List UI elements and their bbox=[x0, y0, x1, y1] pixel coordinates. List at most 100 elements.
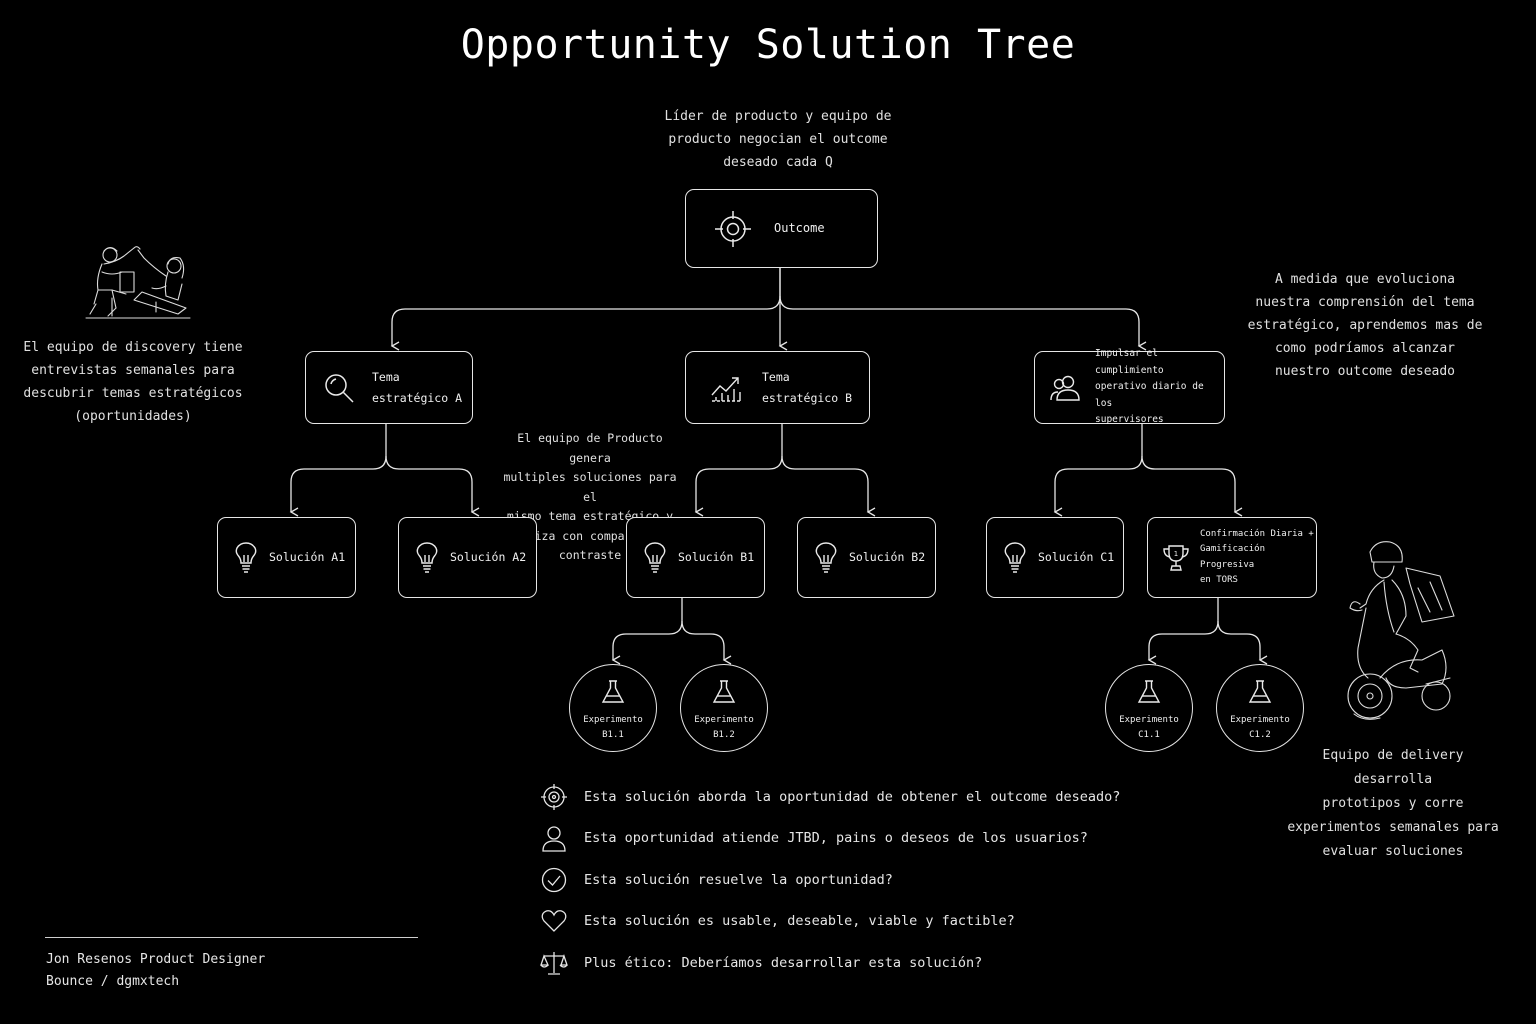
label-line: Confirmación Diaria + bbox=[1200, 528, 1314, 539]
theme-a-label: Tema estratégico A bbox=[372, 367, 462, 409]
note-outcome-negotiation: Líder de producto y equipo de producto n… bbox=[630, 105, 926, 174]
flask-icon bbox=[1137, 679, 1161, 709]
experiment-node-c11[interactable]: Experimento C1.1 bbox=[1105, 664, 1193, 752]
lightbulb-icon bbox=[232, 541, 260, 574]
question-item-ethics: Plus ético: Deberíamos desarrollar esta … bbox=[540, 949, 982, 977]
theme-b-label: Tema estratégico B bbox=[762, 367, 852, 409]
label-line: Tema bbox=[372, 369, 400, 384]
note-line: A medida que evoluciona bbox=[1274, 272, 1455, 287]
label-line: Experimento bbox=[694, 715, 754, 725]
user-icon bbox=[540, 824, 568, 852]
label-line: Gamificación Progresiva bbox=[1200, 544, 1266, 570]
question-item-outcome: Esta solución aborda la oportunidad de o… bbox=[540, 783, 1120, 811]
trend-chart-icon bbox=[710, 373, 744, 403]
svg-text:1: 1 bbox=[1174, 550, 1178, 558]
note-line: multiples soluciones para el bbox=[503, 470, 677, 504]
connector-outcome-themeA bbox=[390, 268, 781, 351]
solution-node-b2[interactable]: Solución B2 bbox=[797, 517, 936, 598]
experiment-node-b12[interactable]: Experimento B1.2 bbox=[680, 664, 768, 752]
solution-node-c1[interactable]: Solución C1 bbox=[986, 517, 1124, 598]
users-icon bbox=[1049, 373, 1083, 403]
lightbulb-icon bbox=[1001, 541, 1029, 574]
note-line: Equipo de delivery desarrolla bbox=[1322, 748, 1464, 787]
note-line: El equipo de Producto genera bbox=[517, 431, 663, 465]
experiment-c11-label: Experimento C1.1 bbox=[1119, 713, 1179, 743]
connector-solC2-expC12 bbox=[1217, 620, 1268, 665]
solution-a1-label: Solución A1 bbox=[269, 550, 346, 564]
outcome-label: Outcome bbox=[774, 221, 825, 235]
solution-node-b1[interactable]: Solución B1 bbox=[626, 517, 765, 598]
label-line: en TORS bbox=[1200, 575, 1238, 585]
question-text: Esta solución resuelve la oportunidad? bbox=[584, 872, 893, 888]
note-delivery-team: Equipo de delivery desarrolla prototipos… bbox=[1280, 744, 1506, 864]
solution-node-a1[interactable]: Solución A1 bbox=[217, 517, 356, 598]
solution-a2-label: Solución A2 bbox=[450, 550, 527, 564]
flask-icon bbox=[712, 679, 736, 709]
connector-solC2-expC11 bbox=[1147, 598, 1219, 665]
theme-node-b[interactable]: Tema estratégico B bbox=[685, 351, 870, 424]
note-evolving-understanding: A medida que evoluciona nuestra comprens… bbox=[1246, 268, 1484, 383]
check-circle-icon bbox=[540, 866, 568, 894]
question-item-resolves: Esta solución resuelve la oportunidad? bbox=[540, 866, 893, 894]
connector-themeB-solB2 bbox=[781, 455, 876, 517]
note-line: (oportunidades) bbox=[74, 409, 192, 424]
trophy-icon: 1 bbox=[1160, 543, 1192, 573]
solution-c2-label: Confirmación Diaria + Gamificación Progr… bbox=[1200, 527, 1316, 589]
note-line: contraste bbox=[558, 548, 622, 562]
label-line: Experimento bbox=[1119, 715, 1179, 725]
connector-themeC-solC1 bbox=[1053, 424, 1143, 517]
footer-author: Jon Resenos Product Designer bbox=[46, 952, 266, 967]
theme-c-label: Impulsar el cumplimiento operativo diari… bbox=[1095, 346, 1224, 429]
solution-node-c2[interactable]: 1 Confirmación Diaria + Gamificación Pro… bbox=[1147, 517, 1317, 598]
flask-icon bbox=[601, 679, 625, 709]
note-line: como podríamos alcanzar bbox=[1274, 341, 1455, 356]
lightbulb-icon bbox=[641, 541, 669, 574]
theme-node-c[interactable]: Impulsar el cumplimiento operativo diari… bbox=[1034, 348, 1225, 425]
label-line: C1.1 bbox=[1138, 730, 1160, 740]
label-line: supervisores bbox=[1095, 414, 1164, 426]
connector-solB1-expB11 bbox=[611, 598, 683, 665]
label-line: C1.2 bbox=[1249, 730, 1271, 740]
question-text: Esta solución es usable, deseable, viabl… bbox=[584, 913, 1015, 929]
flask-icon bbox=[1248, 679, 1272, 709]
note-line: nuestro outcome deseado bbox=[1274, 364, 1455, 379]
label-line: B1.2 bbox=[713, 730, 735, 740]
magnifier-icon bbox=[322, 371, 356, 405]
note-line: deseado cada Q bbox=[723, 155, 833, 170]
solution-b1-label: Solución B1 bbox=[678, 550, 755, 564]
label-line: Tema bbox=[762, 369, 790, 384]
label-line: operativo diario de los bbox=[1095, 381, 1204, 409]
solution-b2-label: Solución B2 bbox=[849, 550, 926, 564]
note-line: prototipos y corre bbox=[1322, 796, 1464, 811]
note-line: producto negocian el outcome bbox=[668, 132, 888, 147]
note-line: entrevistas semanales para bbox=[31, 363, 235, 378]
question-text: Esta oportunidad atiende JTBD, pains o d… bbox=[584, 830, 1088, 846]
experiment-node-b11[interactable]: Experimento B1.1 bbox=[569, 664, 657, 752]
target-icon bbox=[712, 209, 754, 249]
solution-c1-label: Solución C1 bbox=[1038, 550, 1115, 564]
note-discovery-team: El equipo de discovery tiene entrevistas… bbox=[20, 336, 246, 428]
solution-node-a2[interactable]: Solución A2 bbox=[398, 517, 537, 598]
note-line: nuestra comprensión del tema bbox=[1255, 295, 1475, 310]
footer-company: Bounce / dgmxtech bbox=[46, 974, 180, 989]
note-line: experimentos semanales para bbox=[1287, 820, 1499, 835]
question-text: Plus ético: Deberíamos desarrollar esta … bbox=[584, 955, 983, 971]
note-line: evaluar soluciones bbox=[1322, 844, 1464, 859]
experiment-node-c12[interactable]: Experimento C1.2 bbox=[1216, 664, 1304, 752]
question-item-jtbd: Esta oportunidad atiende JTBD, pains o d… bbox=[540, 824, 1088, 852]
experiment-c12-label: Experimento C1.2 bbox=[1230, 713, 1290, 743]
heart-icon bbox=[540, 907, 568, 935]
note-line: Líder de producto y equipo de bbox=[664, 109, 892, 124]
question-item-viability: Esta solución es usable, deseable, viabl… bbox=[540, 907, 1015, 935]
footer-divider bbox=[45, 937, 418, 938]
theme-node-a[interactable]: Tema estratégico A bbox=[305, 351, 473, 424]
note-line: El equipo de discovery tiene bbox=[23, 340, 243, 355]
target-icon bbox=[540, 783, 568, 811]
experiment-b11-label: Experimento B1.1 bbox=[583, 713, 643, 743]
label-line: estratégico A bbox=[372, 390, 463, 405]
connector-themeB-solB1 bbox=[694, 424, 783, 517]
label-line: Impulsar el cumplimiento bbox=[1095, 348, 1164, 376]
connector-solB1-expB12 bbox=[681, 620, 732, 665]
label-line: Experimento bbox=[583, 715, 643, 725]
outcome-node[interactable]: Outcome bbox=[685, 189, 878, 268]
